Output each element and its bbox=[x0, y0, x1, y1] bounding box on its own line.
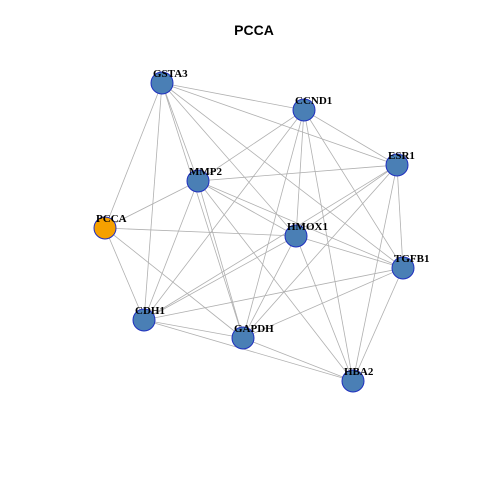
edge-mmp2-gapdh bbox=[197, 180, 244, 339]
diagram-title: PCCA bbox=[234, 22, 274, 38]
edge-mmp2-tgfb1 bbox=[197, 180, 404, 269]
node-label-pcca: PCCA bbox=[96, 213, 127, 225]
edge-gsta3-gapdh bbox=[161, 82, 244, 339]
edge-mmp2-hmox1 bbox=[197, 180, 297, 237]
node-mmp2[interactable] bbox=[186, 169, 210, 193]
edge-gsta3-pcca bbox=[104, 82, 163, 229]
node-gapdh[interactable] bbox=[231, 326, 255, 350]
edge-pcca-cdh1 bbox=[104, 227, 145, 321]
edge-hmox1-tgfb1 bbox=[295, 235, 404, 269]
edge-gsta3-cdh1 bbox=[143, 82, 163, 321]
edge-cdh1-gapdh bbox=[143, 319, 244, 339]
edge-hmox1-gapdh bbox=[242, 235, 297, 339]
edge-mmp2-pcca bbox=[104, 180, 199, 229]
node-hmox1[interactable] bbox=[284, 224, 308, 248]
edge-ccnd1-gapdh bbox=[242, 109, 305, 339]
node-label-gsta3: GSTA3 bbox=[153, 68, 188, 80]
node-ccnd1[interactable] bbox=[292, 98, 316, 122]
edge-gsta3-esr1 bbox=[161, 82, 398, 166]
node-label-tgfb1: TGFB1 bbox=[394, 253, 429, 265]
edge-cdh1-hba2 bbox=[143, 319, 354, 382]
edge-esr1-mmp2 bbox=[197, 164, 398, 182]
node-tgfb1[interactable] bbox=[391, 256, 415, 280]
edge-esr1-hmox1 bbox=[295, 164, 398, 237]
node-label-hba2: HBA2 bbox=[344, 366, 374, 378]
node-hba2[interactable] bbox=[341, 369, 365, 393]
edge-mmp2-hba2 bbox=[197, 180, 354, 382]
edge-pcca-gapdh bbox=[104, 227, 244, 339]
node-label-hmox1: HMOX1 bbox=[287, 221, 328, 233]
edge-ccnd1-tgfb1 bbox=[303, 109, 404, 269]
node-label-ccnd1: CCND1 bbox=[295, 95, 332, 107]
edge-ccnd1-esr1 bbox=[303, 109, 398, 166]
node-label-mmp2: MMP2 bbox=[189, 166, 222, 178]
edge-gsta3-tgfb1 bbox=[161, 82, 404, 269]
node-esr1[interactable] bbox=[385, 153, 409, 177]
edge-esr1-hba2 bbox=[352, 164, 398, 382]
edge-pcca-hmox1 bbox=[104, 227, 297, 237]
edge-gapdh-hba2 bbox=[242, 337, 354, 382]
edge-gsta3-mmp2 bbox=[161, 82, 199, 182]
edge-tgfb1-cdh1 bbox=[143, 267, 404, 321]
node-gsta3[interactable] bbox=[150, 71, 174, 95]
edge-hmox1-hba2 bbox=[295, 235, 354, 382]
node-label-gapdh: GAPDH bbox=[234, 323, 274, 335]
node-label-esr1: ESR1 bbox=[388, 150, 415, 162]
edge-hmox1-cdh1 bbox=[143, 235, 297, 321]
edge-esr1-gapdh bbox=[242, 164, 398, 339]
edge-esr1-cdh1 bbox=[143, 164, 398, 321]
edge-ccnd1-mmp2 bbox=[197, 109, 305, 182]
edge-mmp2-cdh1 bbox=[143, 180, 199, 321]
node-cdh1[interactable] bbox=[132, 308, 156, 332]
edge-tgfb1-gapdh bbox=[242, 267, 404, 339]
node-layer bbox=[93, 71, 415, 393]
node-pcca[interactable] bbox=[93, 216, 117, 240]
edge-esr1-tgfb1 bbox=[396, 164, 404, 269]
edge-gsta3-hmox1 bbox=[161, 82, 297, 237]
edge-tgfb1-hba2 bbox=[352, 267, 404, 382]
edge-gsta3-ccnd1 bbox=[161, 82, 305, 111]
node-label-cdh1: CDH1 bbox=[135, 305, 165, 317]
edge-layer bbox=[104, 82, 404, 382]
